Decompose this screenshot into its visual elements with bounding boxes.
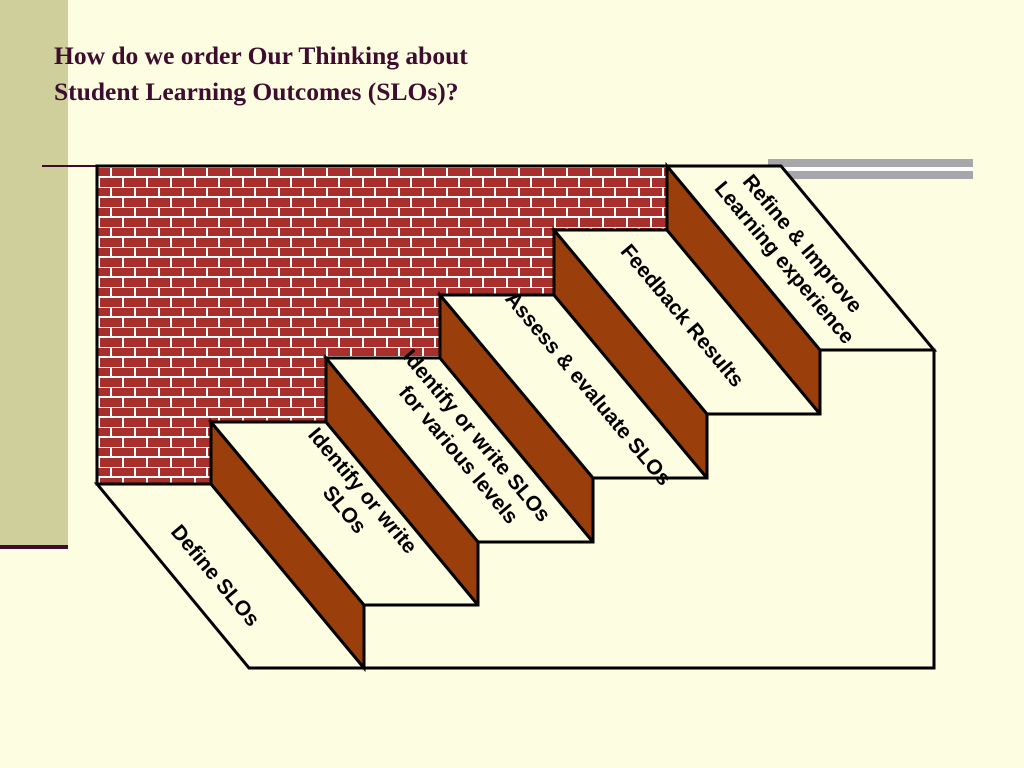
side-band (0, 0, 68, 548)
front-face (362, 348, 936, 670)
title-line-2: Student Learning Outcomes (SLOs)? (54, 77, 459, 106)
slide-title: How do we order Our Thinking about Stude… (54, 38, 468, 110)
title-line-1: How do we order Our Thinking about (54, 41, 468, 70)
right-bar (768, 159, 973, 179)
top-rule (42, 165, 98, 167)
left-rule (0, 545, 68, 549)
